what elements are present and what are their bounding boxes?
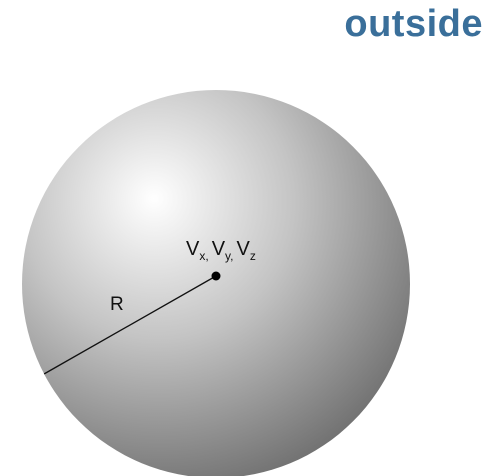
- vy-subscript: y: [225, 249, 231, 263]
- radius-line: [43, 275, 217, 375]
- separator-2: ,: [230, 249, 233, 263]
- vy-v: V: [212, 238, 226, 260]
- vz-v: V: [236, 238, 250, 260]
- vz-subscript: z: [250, 249, 256, 263]
- vx-subscript: x: [199, 249, 205, 263]
- outside-title: outside: [344, 3, 483, 45]
- center-point: [211, 271, 221, 281]
- separator-1: ,: [205, 249, 208, 263]
- sphere: [22, 90, 410, 476]
- radius-label: R: [110, 294, 124, 315]
- center-coordinates-label: Vx,Vy,Vz: [186, 238, 256, 263]
- vx-v: V: [186, 238, 200, 260]
